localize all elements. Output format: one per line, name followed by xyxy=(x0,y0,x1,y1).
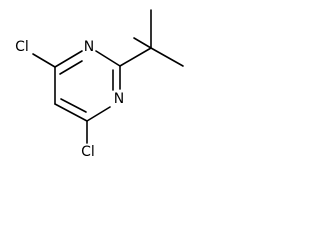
ring-bonds xyxy=(54,50,121,122)
atom-labels: N N Cl Cl xyxy=(15,39,124,160)
atom-cl-top: Cl xyxy=(15,39,29,55)
pyrimidine-structure: N N Cl Cl xyxy=(15,9,184,160)
substituent-bonds xyxy=(32,9,184,144)
bond-n3-c2 xyxy=(95,50,121,67)
atom-cl-bottom: Cl xyxy=(81,144,95,160)
bond-n1-c6 xyxy=(86,106,111,122)
bond-cq-me-left xyxy=(133,37,152,49)
bond-c6-c5 xyxy=(54,103,88,122)
atom-n-top: N xyxy=(84,39,94,55)
bond-c6-c5-inner xyxy=(60,98,87,113)
atom-n-bottom: N xyxy=(114,91,124,107)
bond-c4-cl xyxy=(32,53,56,68)
bond-c4-n3 xyxy=(54,50,83,68)
bond-c4-n3-inner xyxy=(59,60,83,75)
bond-c2-cq xyxy=(119,47,152,67)
bond-cq-me-right xyxy=(150,47,184,67)
